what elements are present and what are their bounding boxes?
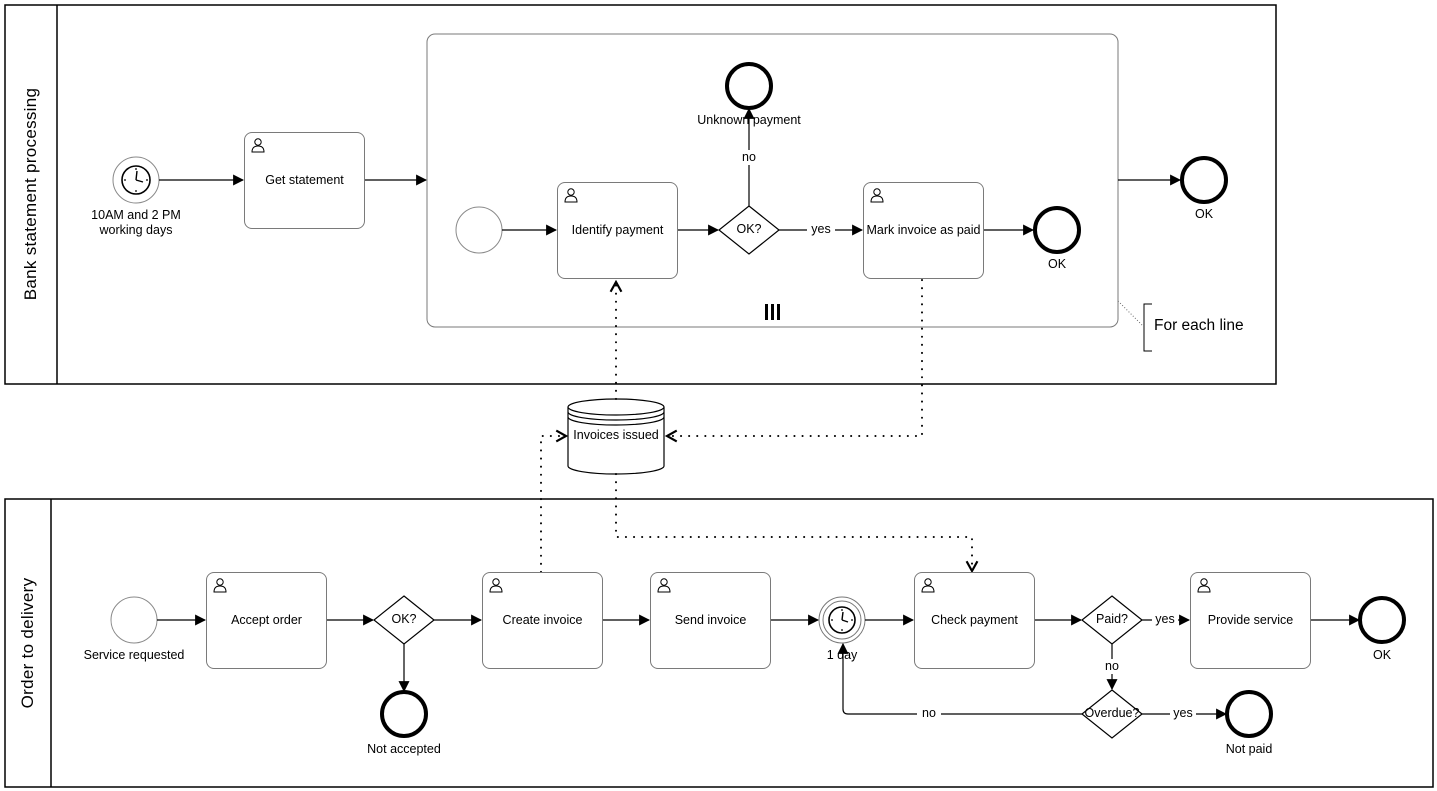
pool-order-to-delivery — [4, 498, 1434, 788]
task-label: Mark invoice as paid — [866, 223, 981, 237]
not-accepted-end-event[interactable] — [380, 690, 428, 738]
timer-intermediate-event[interactable] — [818, 596, 866, 644]
data-store-label: Invoices issued — [573, 428, 659, 442]
user-task-icon — [921, 578, 935, 593]
check-payment-task[interactable]: Check payment — [914, 572, 1035, 669]
task-label: Provide service — [1207, 613, 1294, 627]
timer-icon — [121, 165, 151, 195]
gateway-overdue-label: Overdue? — [1084, 706, 1140, 720]
flow-yes-bank-label: yes — [807, 222, 835, 237]
gateway-paid-label: Paid? — [1096, 612, 1128, 626]
not-accepted-label: Not accepted — [367, 742, 441, 756]
provide-service-task[interactable]: Provide service — [1190, 572, 1311, 669]
user-task-icon — [1197, 578, 1211, 593]
identify-payment-task[interactable]: Identify payment — [557, 182, 678, 279]
service-requested-start-event[interactable] — [110, 596, 158, 644]
task-label: Get statement — [265, 173, 344, 187]
for-each-line-annotation: For each line — [1154, 317, 1244, 334]
service-requested-label: Service requested — [83, 648, 185, 662]
user-task-icon — [213, 578, 227, 593]
user-task-icon — [489, 578, 503, 593]
order-ok-label: OK — [1372, 648, 1392, 662]
annotation-association — [1117, 300, 1144, 327]
user-task-icon — [564, 188, 578, 203]
timer-1-day-label: 1 day — [826, 648, 858, 662]
flow-yes-paid-label: yes — [1152, 612, 1178, 627]
parallel-multi-instance-icon — [765, 304, 780, 320]
gateway-ok-bank-label: OK? — [736, 222, 762, 236]
mark-invoice-paid-task[interactable]: Mark invoice as paid — [863, 182, 984, 279]
flow-no-paid-label: no — [1100, 659, 1124, 674]
order-ok-end-event[interactable] — [1358, 596, 1406, 644]
task-label: Accept order — [231, 613, 302, 627]
task-label: Send invoice — [674, 613, 747, 627]
send-invoice-task[interactable]: Send invoice — [650, 572, 771, 669]
multi-instance-subprocess[interactable] — [426, 33, 1119, 328]
create-invoice-task[interactable]: Create invoice — [482, 572, 603, 669]
flow-no-overdue-label: no — [917, 706, 941, 721]
unknown-payment-label: Unknown payment — [697, 113, 801, 127]
inner-ok-end-event[interactable] — [1033, 206, 1081, 254]
not-paid-label: Not paid — [1225, 742, 1273, 756]
annotation-bracket — [1143, 303, 1152, 352]
flow-no-bank-label: no — [735, 150, 763, 165]
outer-ok-label: OK — [1194, 207, 1214, 221]
pool-bank-statement — [4, 4, 1277, 385]
user-task-icon — [251, 138, 265, 153]
user-task-icon — [657, 578, 671, 593]
accept-order-task[interactable]: Accept order — [206, 572, 327, 669]
unknown-payment-end-event[interactable] — [725, 62, 773, 110]
subprocess-start-event[interactable] — [455, 206, 503, 254]
timer-start-label: 10AM and 2 PM working days — [91, 208, 181, 237]
pool-title-order: Order to delivery — [18, 577, 37, 709]
task-label: Create invoice — [502, 613, 583, 627]
pool-title-bank: Bank statement processing — [21, 87, 40, 301]
user-task-icon — [870, 188, 884, 203]
gateway-ok-order-label: OK? — [391, 612, 417, 626]
not-paid-end-event[interactable] — [1225, 690, 1273, 738]
get-statement-task[interactable]: Get statement — [244, 132, 365, 229]
timer-icon — [828, 606, 856, 634]
outer-ok-end-event[interactable] — [1180, 156, 1228, 204]
inner-ok-label: OK — [1047, 257, 1067, 271]
data-associations — [540, 279, 972, 572]
task-label: Identify payment — [571, 223, 664, 237]
task-label: Check payment — [931, 613, 1018, 627]
gateway-overdue[interactable] — [1081, 689, 1143, 739]
flow-yes-overdue-label: yes — [1170, 706, 1196, 721]
gateway-ok-bank[interactable] — [718, 205, 780, 255]
timer-start-event[interactable] — [112, 156, 160, 204]
